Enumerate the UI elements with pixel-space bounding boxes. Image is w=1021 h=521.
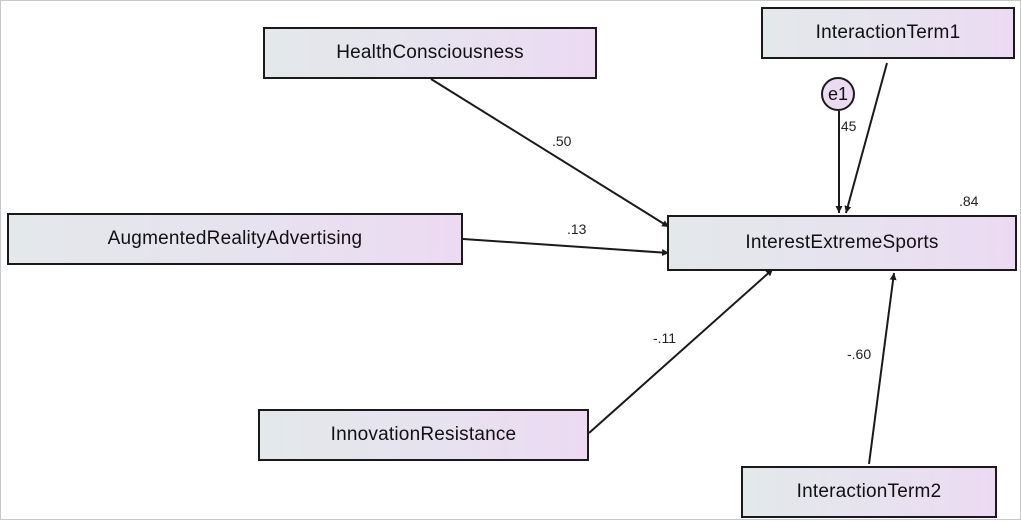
arrow-term1-to-interest <box>844 62 888 214</box>
arrow-ar-ads-to-interest <box>462 238 670 257</box>
node-health-consciousness: HealthConsciousness <box>263 27 597 79</box>
node-interaction-term-1: InteractionTerm1 <box>761 7 1015 59</box>
arrow-innovation-to-interest <box>588 268 774 434</box>
coef-term1-to-interest: .45 <box>837 118 857 134</box>
coef-ar-to-interest: .13 <box>567 221 587 237</box>
node-interaction-term-2: InteractionTerm2 <box>741 466 997 518</box>
error-term-e1: e1 <box>821 77 855 111</box>
node-interest-extreme-sports: InterestExtremeSports <box>667 215 1017 271</box>
coef-innovation-to-interest: -.11 <box>653 330 677 346</box>
coef-health-to-interest: .50 <box>552 133 572 149</box>
node-augmented-reality-advertising: AugmentedRealityAdvertising <box>7 213 463 265</box>
node-innovation-resistance: InnovationResistance <box>258 409 589 461</box>
arrow-health-to-interest <box>430 78 670 228</box>
coef-term2-to-interest: -.60 <box>847 346 872 362</box>
arrow-term2-to-interest <box>868 272 897 465</box>
r-squared-interest: .84 <box>959 193 979 209</box>
